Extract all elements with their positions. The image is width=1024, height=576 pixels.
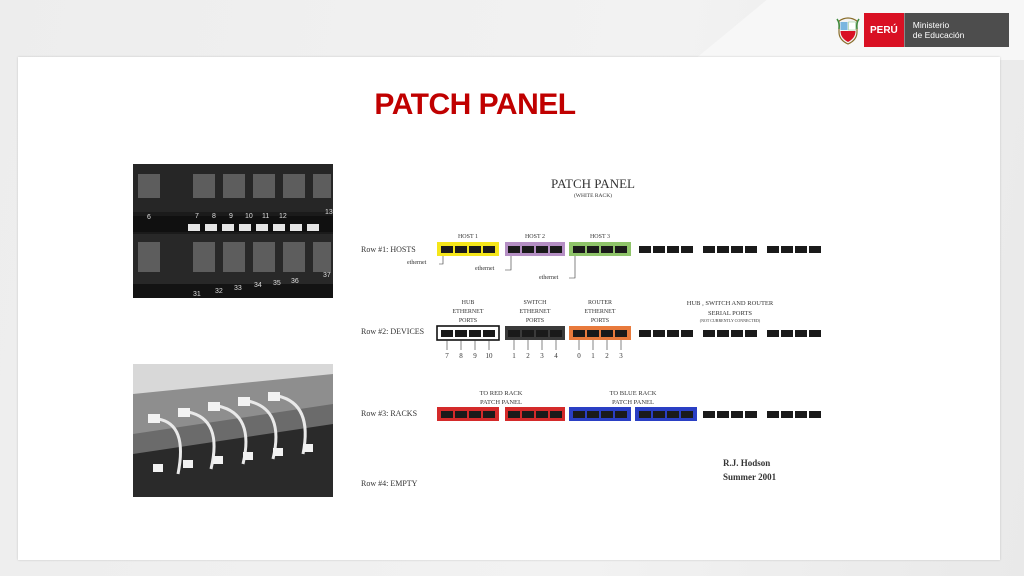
router-label-3: PORTS xyxy=(591,318,609,324)
host-1-label: HOST 1 xyxy=(458,234,478,240)
serial-label-1: HUB , SWITCH AND ROUTER xyxy=(687,300,774,307)
port-label: 3 xyxy=(619,352,623,360)
ministry-line-2: de Educación xyxy=(912,30,965,40)
row-label-racks: Row #3: RACKS xyxy=(361,409,417,418)
author: R.J. Hodson xyxy=(723,458,770,468)
ministry-logo: PERÚ Ministerio de Educación xyxy=(836,13,1009,47)
diagram-title: PATCH PANEL xyxy=(551,176,635,191)
port-number: 6 xyxy=(147,214,151,221)
diagram-subtitle: (WHITE RACK) xyxy=(574,192,612,199)
port-number: 7 xyxy=(195,213,199,220)
port-number: 13 xyxy=(325,209,333,216)
port-number: 35 xyxy=(273,280,281,287)
hub-label-1: HUB xyxy=(462,300,475,306)
country-badge: PERÚ xyxy=(864,13,904,47)
red-rack-label-2: PATCH PANEL xyxy=(480,399,522,406)
date: Summer 2001 xyxy=(723,472,777,482)
router-label-2: ETHERNET xyxy=(585,309,616,315)
port-number: 31 xyxy=(193,291,201,298)
ethernet-label: ethernet xyxy=(539,275,559,281)
port-number: 32 xyxy=(215,288,223,295)
ethernet-label: ethernet xyxy=(407,260,427,266)
host-3-label: HOST 3 xyxy=(590,234,610,240)
blue-rack-label-2: PATCH PANEL xyxy=(612,399,654,406)
port-label: 2 xyxy=(605,352,609,360)
switch-label-2: ETHERNET xyxy=(520,309,551,315)
port-number: 10 xyxy=(245,213,253,220)
port-label: 0 xyxy=(577,352,581,360)
port-label: 2 xyxy=(526,352,530,360)
switch-label-3: PORTS xyxy=(526,318,544,324)
patch-panel-diagram: PATCH PANEL (WHITE RACK) Row #1: HOSTS R… xyxy=(361,176,825,488)
port-label: 9 xyxy=(473,352,477,360)
patch-cables-photo xyxy=(133,364,333,497)
port-label: 1 xyxy=(512,352,516,360)
serial-label-3: (NOT CURRENTLY CONNECTED) xyxy=(700,318,761,323)
port-label: 8 xyxy=(459,352,463,360)
host-2-label: HOST 2 xyxy=(525,234,545,240)
row-label-hosts: Row #1: HOSTS xyxy=(361,245,416,254)
slide-title: PATCH PANEL xyxy=(374,88,576,121)
port-label: 4 xyxy=(554,352,558,360)
ethernet-label: ethernet xyxy=(475,266,495,272)
port-number: 9 xyxy=(229,213,233,220)
ministry-line-1: Ministerio xyxy=(912,20,950,30)
port-label: 1 xyxy=(591,352,595,360)
port-label: 7 xyxy=(445,352,449,360)
red-rack-label-1: TO RED RACK xyxy=(480,390,523,397)
coat-of-arms-icon xyxy=(836,17,860,45)
blue-rack-label-1: TO BLUE RACK xyxy=(610,390,657,397)
port-number: 12 xyxy=(279,213,287,220)
port-label: 3 xyxy=(540,352,544,360)
port-number: 8 xyxy=(212,213,216,220)
hub-label-3: PORTS xyxy=(459,318,477,324)
port-number: 33 xyxy=(234,285,242,292)
row-label-devices: Row #2: DEVICES xyxy=(361,327,424,336)
port-number: 11 xyxy=(262,213,269,220)
hub-label-2: ETHERNET xyxy=(453,309,484,315)
router-label-1: ROUTER xyxy=(588,300,612,306)
port-number: 34 xyxy=(254,282,262,289)
switch-label-1: SWITCH xyxy=(524,300,548,306)
row-label-empty: Row #4: EMPTY xyxy=(361,479,418,488)
ministry-name: Ministerio de Educación xyxy=(903,13,1009,47)
serial-label-2: SERIAL PORTS xyxy=(708,310,752,317)
port-number: 37 xyxy=(323,272,331,279)
port-label: 10 xyxy=(486,352,494,360)
patch-panel-closeup-photo: 6 7 8 9 10 11 12 13 31 32 33 34 35 36 37 xyxy=(133,164,333,298)
port-number: 36 xyxy=(291,278,299,285)
